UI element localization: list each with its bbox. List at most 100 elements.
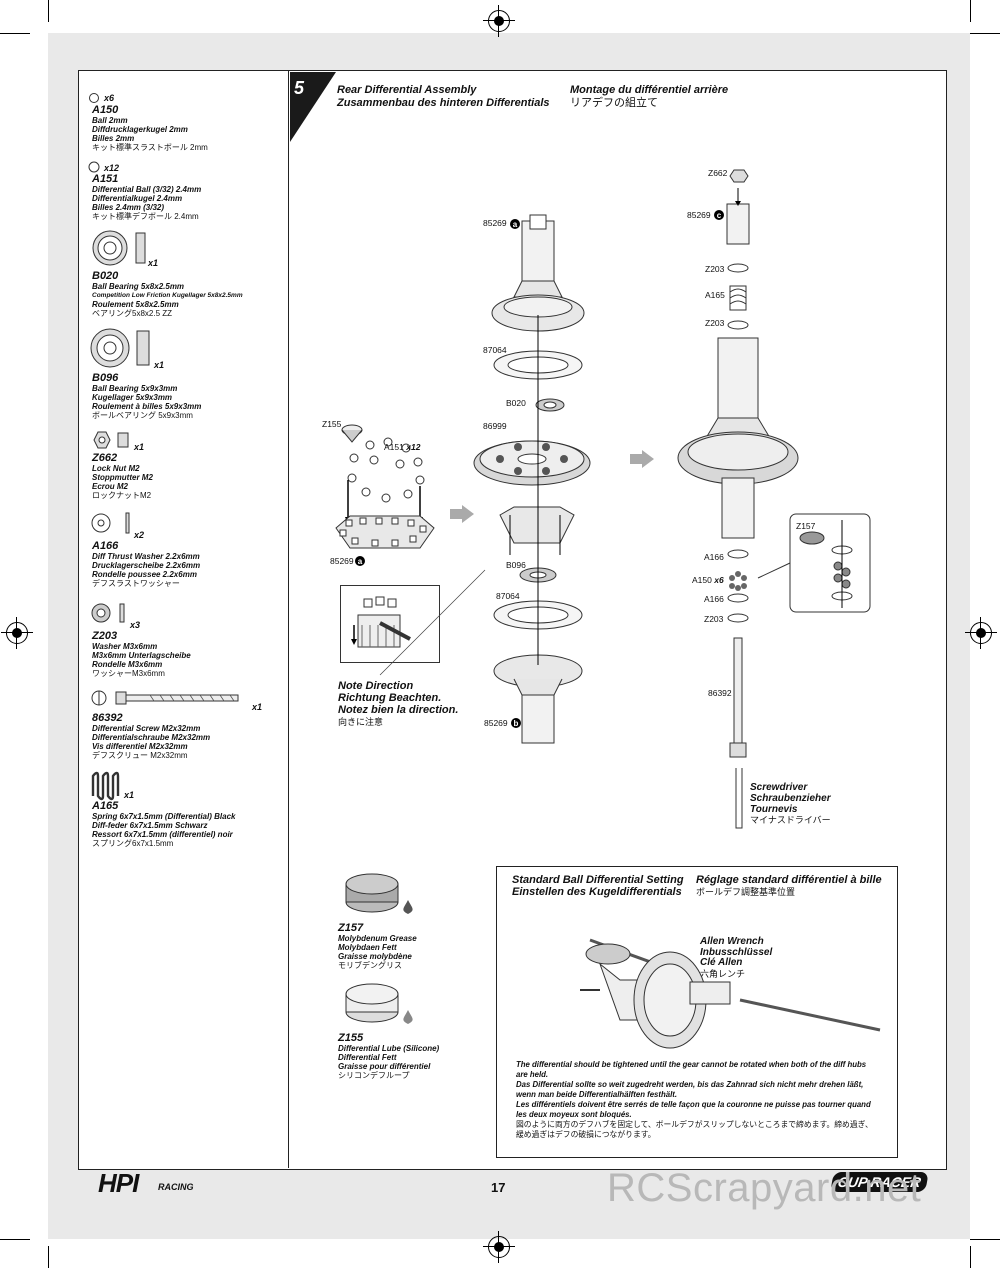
gear-86999: 86999 [483,421,507,431]
bearing-b020: B020 [506,398,526,408]
screwdriver-en: Screwdriver [750,782,808,793]
diff-exploded-diagram [473,214,591,744]
part-name-jp: ワッシャーM3x6mm [92,669,165,678]
grease-name: Graisse pour différentiel [338,1062,431,1071]
crop-mark [970,1239,1000,1240]
part-name: Kugellager 5x9x3mm [92,393,173,402]
part-name-jp: デフスクリュー M2x32mm [92,751,188,760]
note-direction-en: Note Direction [338,680,414,692]
part-name: M3x6mm Unterlagscheibe [92,651,191,660]
part-name-jp: ボールベアリング 5x9x3mm [92,411,193,420]
thrust-a166: A166 [704,594,724,604]
part-name: Lock Nut M2 [92,464,140,473]
crop-mark [48,0,49,22]
leader-line [379,569,486,676]
part-name: Diffdrucklagerkugel 2mm [92,125,188,134]
part-name: Differentialschraube M2x32mm [92,733,211,742]
note-direction: Note Direction Richtung Beachten. Notez … [338,680,458,728]
svg-text:a: a [358,557,363,566]
part-code: A150 [92,104,119,116]
setting-para-de: Das Differential sollte so weit zugedreh… [516,1080,864,1099]
crop-mark [970,33,1000,34]
note-direction-inset [340,585,440,663]
grease-entry: Z157 Molybdenum Grease Molybdaen Fett Gr… [338,922,417,970]
grease-name: Differential Fett [338,1053,397,1062]
setting-title: Standard Ball Differential Setting Einst… [512,874,684,898]
svg-text:c: c [717,211,722,220]
letter-badge-a: a [355,556,365,566]
washer-z203: Z203 [705,264,725,274]
note-direction-fr: Notez bien la direction. [338,704,459,716]
part-qty: x6 [104,93,115,103]
page-number: 17 [491,1180,506,1195]
part-entry: B020 Ball Bearing 5x8x2.5mm Competition … [92,270,243,318]
part-qty: x2 [134,530,145,540]
screw-icon [91,690,239,706]
gasket-top: 87064 [483,345,507,355]
step-title-de: Zusammenbau des hinteren Differentials [337,97,550,109]
part-name: Ball Bearing 5x8x2.5mm [92,282,185,291]
setting-instructions: The differential should be tightened unt… [516,1060,876,1139]
washer-z203: Z203 [705,318,725,328]
part-name: Ball Bearing 5x9x3mm [92,384,178,393]
part-code: A166 [92,540,119,552]
grease-name-jp: モリブデングリス [338,961,402,970]
flow-arrow-icon [630,450,654,468]
letter-badge-b: b [511,718,521,728]
tool-jp: 六角レンチ [700,968,746,979]
part-name: Ball 2mm [92,116,128,125]
center-top-part: 85269 [483,218,507,228]
balls-a150-label: A150 [692,575,712,585]
a151-label: A151 [384,442,404,452]
grease-code: Z155 [338,1032,364,1044]
part-entry: Z203 Washer M3x6mm M3x6mm Unterlagscheib… [92,630,191,678]
part-code: B020 [92,270,119,282]
setting-para-jp: 図のように両方のデフハブを固定して、ボールデフがスリップしないところまで締めます… [516,1120,873,1139]
washer-z203: Z203 [704,614,724,624]
diff-final-assembly-diagram [677,169,871,829]
bearing-b096: B096 [506,560,526,570]
spring-a165: A165 [705,290,725,300]
svg-text:b: b [514,719,519,728]
part-85269-label: 85269 [330,556,354,566]
step-badge [290,72,336,142]
screwdriver-fr: Tournevis [750,804,798,815]
ball-icon [88,161,100,173]
balls-a150: A150 x6 [692,575,724,585]
crop-mark [0,33,30,34]
part-name: Ressort 6x7x1.5mm (differentiel) noir [92,830,233,839]
grease-z157: Z157 [796,521,816,531]
part-name: Spring 6x7x1.5mm (Differential) Black [92,812,236,821]
step-title-en: Rear Differential Assembly [337,84,477,96]
crop-mark [0,1239,30,1240]
grease-tub-icon [345,873,413,914]
letter-badge-a: a [510,219,520,229]
tool-en: Allen Wrench [700,936,764,947]
grease-name: Molybdenum Grease [338,934,417,943]
part-qty: x1 [252,702,263,712]
z155-callout: Z155 [322,419,342,429]
flow-arrow-icon [450,505,474,523]
note-direction-de: Richtung Beachten. [338,692,442,704]
part-name-jp: キット標準スラストボール 2mm [92,143,208,152]
part-name: Stoppmutter M2 [92,473,153,482]
setting-title-jp: ボールデフ調整基準位置 [696,887,796,897]
part-qty: x12 [104,163,120,173]
part-name-jp: スプリング6x7x1.5mm [92,839,174,848]
part-85269-callout: 85269 [330,556,354,566]
part-name: Billes 2mm [92,134,135,143]
grease-name-jp: シリコンデフループ [338,1071,410,1080]
setting-title-de: Einstellen des Kugeldifferentials [512,886,682,898]
spring-icon [91,771,120,801]
allen-wrench-label: Allen Wrench Inbusschlüssel Clé Allen 六角… [700,936,772,979]
screwdriver-de: Schraubenzieher [750,793,831,804]
part-name: Differentialkugel 2.4mm [92,194,183,203]
hpi-logo: HPI [98,1168,139,1198]
cup-85269: 85269 [687,210,711,220]
setting-title-fr: Réglage standard différentiel à bille [696,874,882,886]
screw-86392: 86392 [708,688,732,698]
diff-setting-diagram [580,938,881,1049]
grease-name: Molybdaen Fett [338,943,397,952]
nut-icon [93,431,129,449]
part-entry: Z662 Lock Nut M2 Stoppmutter M2 Ecrou M2… [92,452,153,500]
